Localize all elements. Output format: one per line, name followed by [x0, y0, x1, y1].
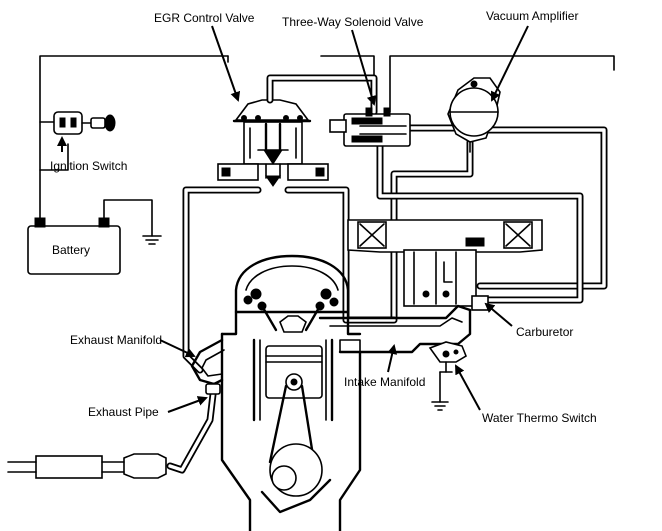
intake-manifold-leader: [387, 344, 398, 373]
exhaust-manifold-label: Exhaust Manifold: [70, 333, 162, 347]
carburetor-leader: [484, 302, 513, 327]
vacuum-amplifier-label: Vacuum Amplifier: [486, 9, 578, 23]
leader-lines: [57, 25, 529, 413]
vacuum-hoses: [182, 74, 608, 374]
exhaust-pipe-leader: [167, 396, 208, 413]
battery-label: Battery: [52, 243, 90, 257]
intake-manifold-label: Intake Manifold: [344, 375, 425, 389]
three-way-solenoid-valve: [329, 107, 411, 147]
battery: Battery: [27, 217, 121, 275]
ignition-switch-label: Ignition Switch: [50, 159, 127, 173]
carburetor: [347, 219, 543, 311]
egr-control-valve: [217, 99, 329, 187]
electrical-wiring: [39, 55, 615, 245]
water-thermo-switch: [428, 341, 467, 411]
exhaust-manifold-leader: [159, 339, 196, 358]
carburetor-label: Carburetor: [516, 325, 573, 339]
engine-block: [220, 254, 362, 531]
ignition-switch: [53, 111, 116, 135]
solenoid-valve-leader: [351, 29, 377, 106]
exhaust-system: [7, 338, 225, 479]
water-thermo-switch-leader: [455, 364, 481, 411]
three-way-solenoid-valve-label: Three-Way Solenoid Valve: [282, 15, 424, 29]
exhaust-pipe-label: Exhaust Pipe: [88, 405, 159, 419]
intake-manifold: [318, 304, 472, 354]
water-thermo-switch-label: Water Thermo Switch: [482, 411, 597, 425]
egr-control-valve-label: EGR Control Valve: [154, 11, 255, 25]
vacuum-amplifier: [447, 77, 501, 153]
vacuum-amplifier-leader: [491, 25, 529, 102]
key-icon: [104, 114, 116, 132]
egr-control-valve-leader: [211, 25, 241, 102]
labels: EGR Control Valve Three-Way Solenoid Val…: [50, 9, 597, 425]
